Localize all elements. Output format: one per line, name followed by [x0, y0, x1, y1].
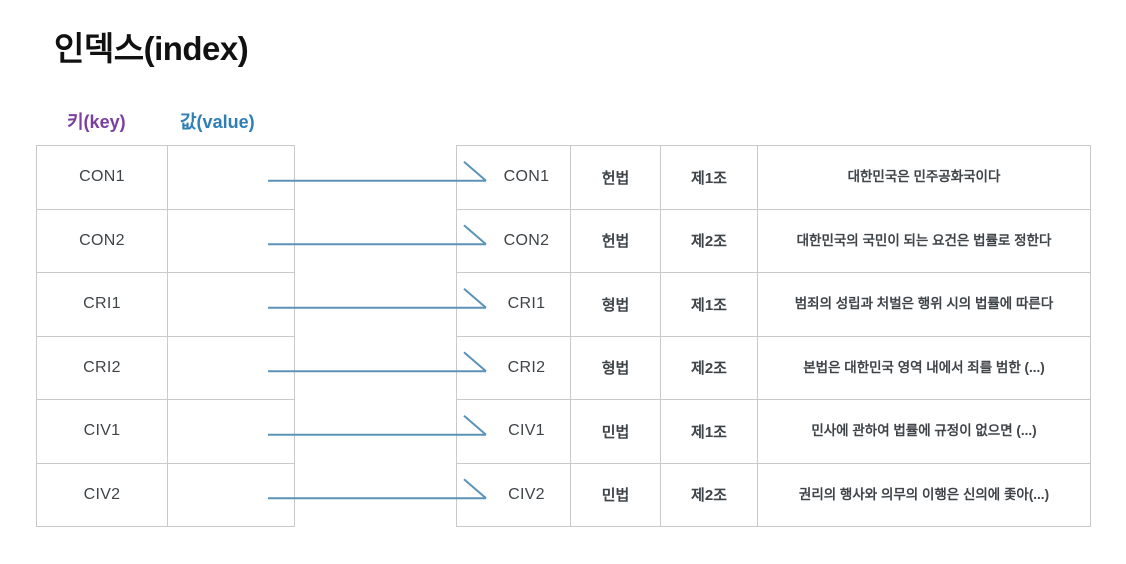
index-key-cell: CIV2 — [36, 462, 168, 527]
record-text-cell: 민사에 관하여 법률에 규정이 없으면 (...) — [757, 399, 1091, 464]
table-row: CIV2 — [36, 462, 295, 527]
page-title: 인덱스(index) — [54, 30, 249, 67]
index-key-cell: CRI2 — [36, 335, 168, 400]
record-article-cell: 제2조 — [660, 208, 758, 273]
record-id-cell: CIV2 — [456, 462, 571, 527]
index-value-cell — [167, 399, 295, 464]
record-law-cell: 헌법 — [570, 208, 661, 273]
record-id-cell: CON1 — [456, 145, 571, 210]
record-id-cell: CRI2 — [456, 335, 571, 400]
index-key-cell: CIV1 — [36, 399, 168, 464]
record-id-cell: CON2 — [456, 208, 571, 273]
record-law-cell: 형법 — [570, 335, 661, 400]
record-text-cell: 범죄의 성립과 처벌은 행위 시의 법률에 따른다 — [757, 272, 1091, 337]
index-value-cell — [167, 462, 295, 527]
record-id-cell: CRI1 — [456, 272, 571, 337]
table-row: CON2 — [36, 208, 295, 273]
record-article-cell: 제2조 — [660, 335, 758, 400]
record-id-cell: CIV1 — [456, 399, 571, 464]
record-article-cell: 제1조 — [660, 399, 758, 464]
table-row: CIV1 — [36, 399, 295, 464]
record-article-cell: 제2조 — [660, 462, 758, 527]
record-text-cell: 대한민국은 민주공화국이다 — [757, 145, 1091, 210]
index-value-cell — [167, 272, 295, 337]
index-key-cell: CRI1 — [36, 272, 168, 337]
record-law-cell: 민법 — [570, 462, 661, 527]
record-law-cell: 민법 — [570, 399, 661, 464]
record-text-cell: 권리의 행사와 의무의 이행은 신의에 좇아(...) — [757, 462, 1091, 527]
index-key-cell: CON2 — [36, 208, 168, 273]
record-text-cell: 대한민국의 국민이 되는 요건은 법률로 정한다 — [757, 208, 1091, 273]
index-value-cell — [167, 208, 295, 273]
table-row: CON1 — [36, 145, 295, 210]
record-law-cell: 헌법 — [570, 145, 661, 210]
index-value-cell — [167, 145, 295, 210]
value-column-caption: 값(value) — [180, 112, 255, 132]
table-row: CRI1 — [36, 272, 295, 337]
record-article-cell: 제1조 — [660, 272, 758, 337]
index-key-cell: CON1 — [36, 145, 168, 210]
record-article-cell: 제1조 — [660, 145, 758, 210]
key-column-caption: 키(key) — [67, 112, 126, 132]
record-text-cell: 본법은 대한민국 영역 내에서 죄를 범한 (...) — [757, 335, 1091, 400]
index-value-cell — [167, 335, 295, 400]
table-row: CRI2 — [36, 335, 295, 400]
record-law-cell: 형법 — [570, 272, 661, 337]
